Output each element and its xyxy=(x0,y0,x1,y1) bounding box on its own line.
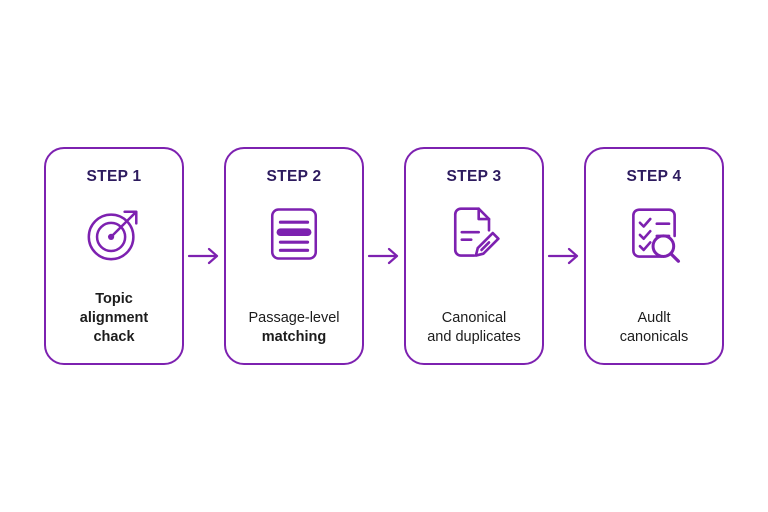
step-caption-4: Audlt canonicals xyxy=(590,309,718,347)
step-caption-3: Canonical and duplicates xyxy=(410,309,538,347)
step-caption-3-line2: and duplicates xyxy=(427,328,521,345)
step-card-2[interactable]: STEP 2 Passage-level matching xyxy=(224,147,364,365)
connector-arrow-3 xyxy=(544,244,584,268)
step-caption-2-line1: Passage-level xyxy=(248,309,340,326)
step-label-2: STEP 2 xyxy=(266,168,322,185)
checklist-search-icon xyxy=(621,201,687,267)
document-edit-icon xyxy=(441,201,507,267)
step-caption-4-line2: canonicals xyxy=(619,328,689,345)
step-card-1[interactable]: STEP 1 Topic alignment chack xyxy=(44,147,184,365)
step-label-3: STEP 3 xyxy=(446,168,502,185)
step-caption-2: Passage-level matching xyxy=(230,309,358,347)
step-label-1: STEP 1 xyxy=(86,168,142,185)
process-flow: STEP 1 Topic alignment chack xyxy=(44,147,724,365)
target-arrow-icon xyxy=(81,201,147,267)
step-card-4[interactable]: STEP 4 Audlt canonicals xyxy=(584,147,724,365)
step-caption-1-line1: Topic xyxy=(95,290,133,307)
step-card-3[interactable]: STEP 3 Canonical and duplicates xyxy=(404,147,544,365)
step-caption-1-line3: chack xyxy=(93,328,135,345)
connector-arrow-1 xyxy=(184,244,224,268)
step-caption-4-line1: Audlt xyxy=(637,309,671,326)
connector-arrow-2 xyxy=(364,244,404,268)
document-lines-icon xyxy=(261,201,327,267)
step-caption-3-line1: Canonical xyxy=(441,309,507,326)
step-caption-1-line2: alignment xyxy=(79,309,149,326)
step-label-4: STEP 4 xyxy=(626,168,682,185)
step-caption-1: Topic alignment chack xyxy=(50,290,178,347)
step-caption-2-line2: matching xyxy=(261,328,327,345)
